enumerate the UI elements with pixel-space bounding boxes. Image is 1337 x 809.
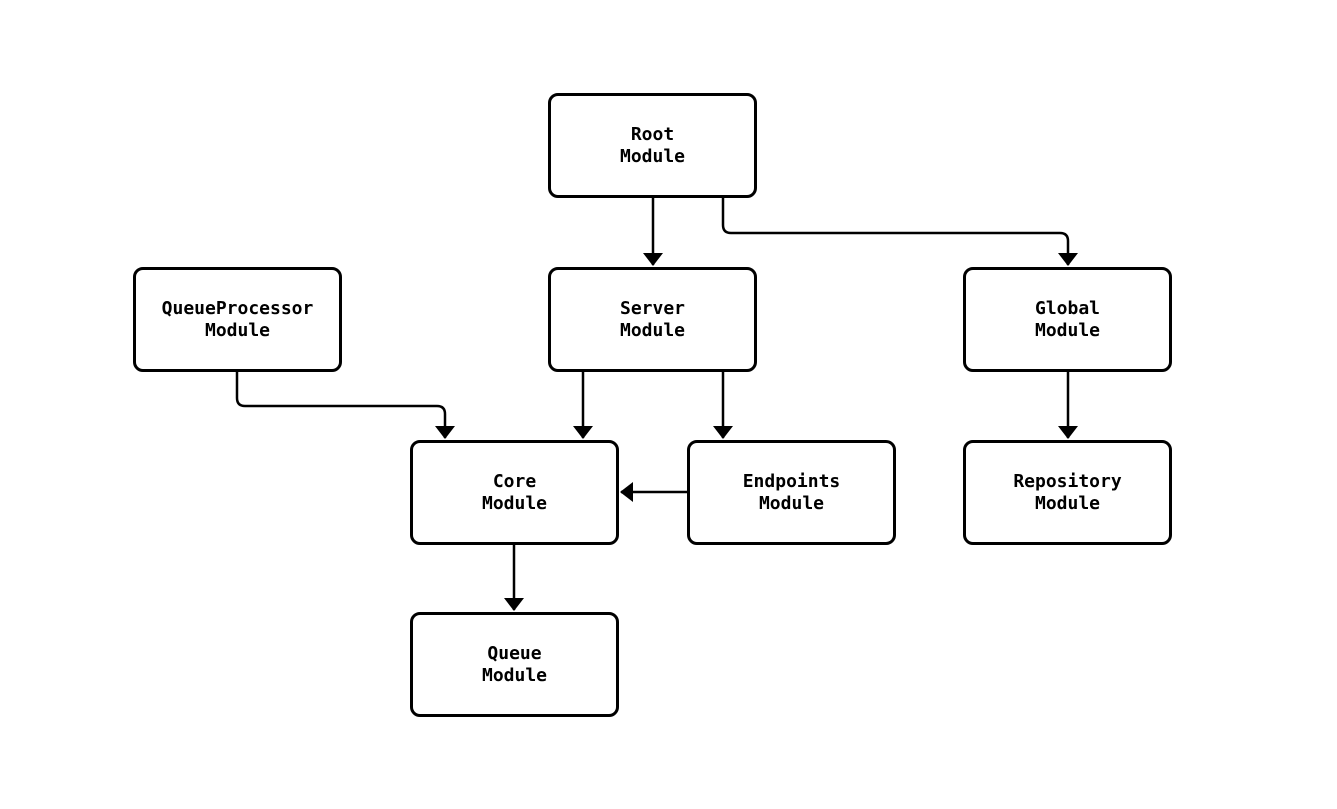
node-label: Queue Module xyxy=(482,643,547,687)
node-label: Server Module xyxy=(620,298,685,342)
edge-root-to-global xyxy=(721,198,1078,266)
node-label: QueueProcessor Module xyxy=(162,298,314,342)
node-endpoints: Endpoints Module xyxy=(687,440,896,545)
node-label-line2: Module xyxy=(204,319,271,341)
node-label: Repository Module xyxy=(1013,471,1121,515)
node-label-line1: Root xyxy=(630,123,675,145)
node-label-line2: Module xyxy=(481,492,548,514)
node-global: Global Module xyxy=(963,267,1172,372)
node-label-line1: Queue xyxy=(487,642,542,664)
node-label-line1: Endpoints xyxy=(742,470,841,492)
node-label-line1: Server xyxy=(619,297,686,319)
node-label: Endpoints Module xyxy=(743,471,841,515)
node-label-line1: Core xyxy=(492,470,537,492)
node-label-line2: Module xyxy=(1034,492,1101,514)
node-label-line1: Repository xyxy=(1013,470,1122,492)
node-label-line1: Global xyxy=(1034,297,1101,319)
node-root: Root Module xyxy=(548,93,757,198)
node-label: Global Module xyxy=(1035,298,1100,342)
node-repository: Repository Module xyxy=(963,440,1172,545)
node-label-line2: Module xyxy=(619,145,686,167)
node-queue: Queue Module xyxy=(410,612,619,717)
node-label-line2: Module xyxy=(619,319,686,341)
node-label: Root Module xyxy=(620,124,685,168)
node-label-line2: Module xyxy=(1034,319,1101,341)
node-core: Core Module xyxy=(410,440,619,545)
node-label-line1: QueueProcessor xyxy=(161,297,314,319)
node-label-line2: Module xyxy=(758,492,824,514)
node-label: Core Module xyxy=(482,471,547,515)
node-server: Server Module xyxy=(548,267,757,372)
node-label-line2: Module xyxy=(481,664,548,686)
node-queueprocessor: QueueProcessor Module xyxy=(133,267,342,372)
edge-queueprocessor-to-core xyxy=(235,372,455,439)
